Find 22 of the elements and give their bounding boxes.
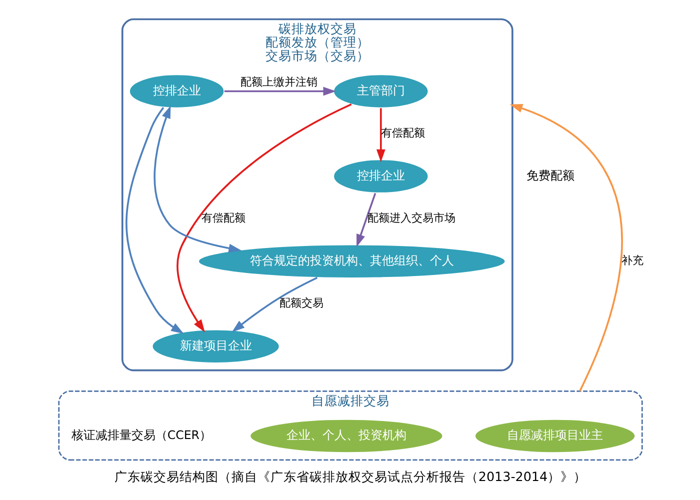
arrow <box>125 107 184 334</box>
edge-label: 配额交易 <box>279 296 324 310</box>
edge-label: 补充 <box>621 254 644 268</box>
arrow <box>509 104 622 392</box>
arrow <box>176 104 352 332</box>
arrow <box>153 106 241 253</box>
node-ellipse: 自愿减排项目业主 <box>474 418 636 453</box>
node-ellipse: 新建项目企业 <box>151 329 280 364</box>
node-ellipse: 企业、个人、投资机构 <box>249 418 443 453</box>
node-ellipse: 主管部门 <box>332 74 428 108</box>
label: 核证减排量交易（CCER） <box>70 428 211 442</box>
edge-label: 有偿配额 <box>201 212 246 225</box>
arrow <box>356 192 376 248</box>
node-ellipse: 控排企业 <box>332 159 428 194</box>
label: 免费配额 <box>526 168 574 182</box>
arrow <box>376 108 385 162</box>
caption: 广东碳交易结构图（摘自《广东省碳排放权交易试点分析报告（2013-2014）》） <box>114 468 586 484</box>
arrow <box>231 276 318 332</box>
arrow <box>224 86 336 96</box>
node-ellipse: 控排企业 <box>128 74 224 108</box>
edge-label: 配额上缴并注销 <box>240 75 317 88</box>
edge-label: 配额进入交易市场 <box>366 212 455 225</box>
